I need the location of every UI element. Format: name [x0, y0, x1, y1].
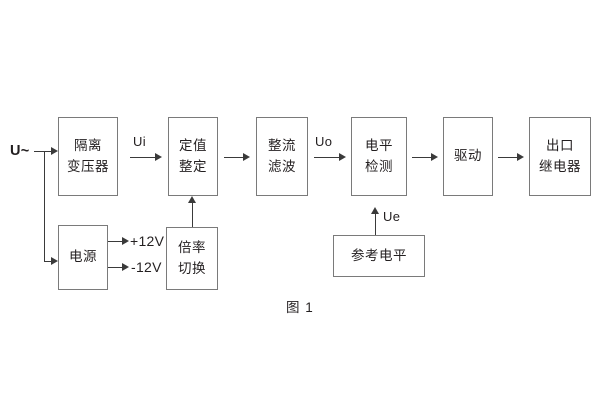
setting-to-rectify-arrow-icon: [243, 153, 250, 161]
block-multiplier-switch-line-2: 切换: [178, 260, 206, 276]
block-multiplier-switch[interactable]: 倍率 切换: [166, 227, 218, 290]
block-setting-value-line-2: 整定: [179, 158, 207, 174]
block-setting-value[interactable]: 定值 整定: [168, 117, 218, 196]
rectify-to-level-arrow-icon: [339, 153, 346, 161]
input-bus-lead: [34, 151, 44, 152]
rectify-to-level-line: [314, 157, 340, 158]
level-to-drive-line: [412, 157, 432, 158]
block-level-detect-line-2: 检测: [365, 158, 393, 174]
block-power-supply-line-1: 电源: [69, 249, 97, 265]
rail-pos-12v-arrow-icon: [122, 237, 129, 245]
block-isolation-transformer-line-2: 变压器: [67, 158, 109, 174]
block-rectify-filter[interactable]: 整流 滤波: [256, 117, 308, 196]
transformer-to-setting-line: [130, 157, 156, 158]
input-source-label: U~: [10, 143, 30, 159]
block-level-detect[interactable]: 电平 检测: [351, 117, 407, 196]
rail-pos-12v-label: +12V: [130, 233, 165, 249]
rail-pos-12v-line: [108, 241, 123, 242]
drive-to-relay-line: [498, 157, 518, 158]
block-output-relay-line-2: 继电器: [539, 158, 581, 174]
block-output-relay-line-1: 出口: [546, 137, 574, 153]
block-output-relay[interactable]: 出口 继电器: [529, 117, 591, 196]
signal-label-uo: Uo: [315, 134, 333, 149]
multiplier-to-setting-arrow-icon: [188, 196, 196, 203]
rail-neg-12v-line: [108, 267, 123, 268]
drive-to-relay-arrow-icon: [517, 153, 524, 161]
reference-to-level-arrow-icon: [371, 207, 379, 214]
block-setting-value-line-1: 定值: [179, 137, 207, 153]
signal-label-ui: Ui: [133, 134, 146, 149]
block-level-detect-line-1: 电平: [365, 137, 393, 153]
block-reference-level[interactable]: 参考电平: [333, 235, 425, 277]
block-power-supply[interactable]: 电源: [58, 225, 108, 290]
block-multiplier-switch-line-1: 倍率: [178, 239, 206, 255]
block-rectify-filter-line-1: 整流: [268, 137, 296, 153]
figure-caption: 图 1: [286, 300, 314, 315]
feed-to-power-arrow-icon: [51, 257, 58, 265]
block-rectify-filter-line-2: 滤波: [268, 158, 296, 174]
feed-to-power-line: [44, 261, 52, 262]
feed-to-transformer-arrow-icon: [51, 147, 58, 155]
rail-neg-12v-label: -12V: [131, 259, 162, 275]
input-bus-trunk: [44, 151, 45, 261]
feed-to-transformer-line: [44, 151, 52, 152]
setting-to-rectify-line: [224, 157, 244, 158]
block-isolation-transformer[interactable]: 隔离 变压器: [58, 117, 118, 196]
multiplier-to-setting-line: [192, 203, 193, 227]
signal-label-ue: Ue: [383, 209, 401, 224]
transformer-to-setting-arrow-icon: [155, 153, 162, 161]
block-drive-line-1: 驱动: [454, 148, 482, 164]
rail-neg-12v-arrow-icon: [122, 263, 129, 271]
reference-to-level-line: [375, 214, 376, 235]
block-drive[interactable]: 驱动: [443, 117, 493, 196]
block-isolation-transformer-line-1: 隔离: [74, 137, 102, 153]
level-to-drive-arrow-icon: [431, 153, 438, 161]
block-reference-level-line-1: 参考电平: [351, 247, 407, 263]
